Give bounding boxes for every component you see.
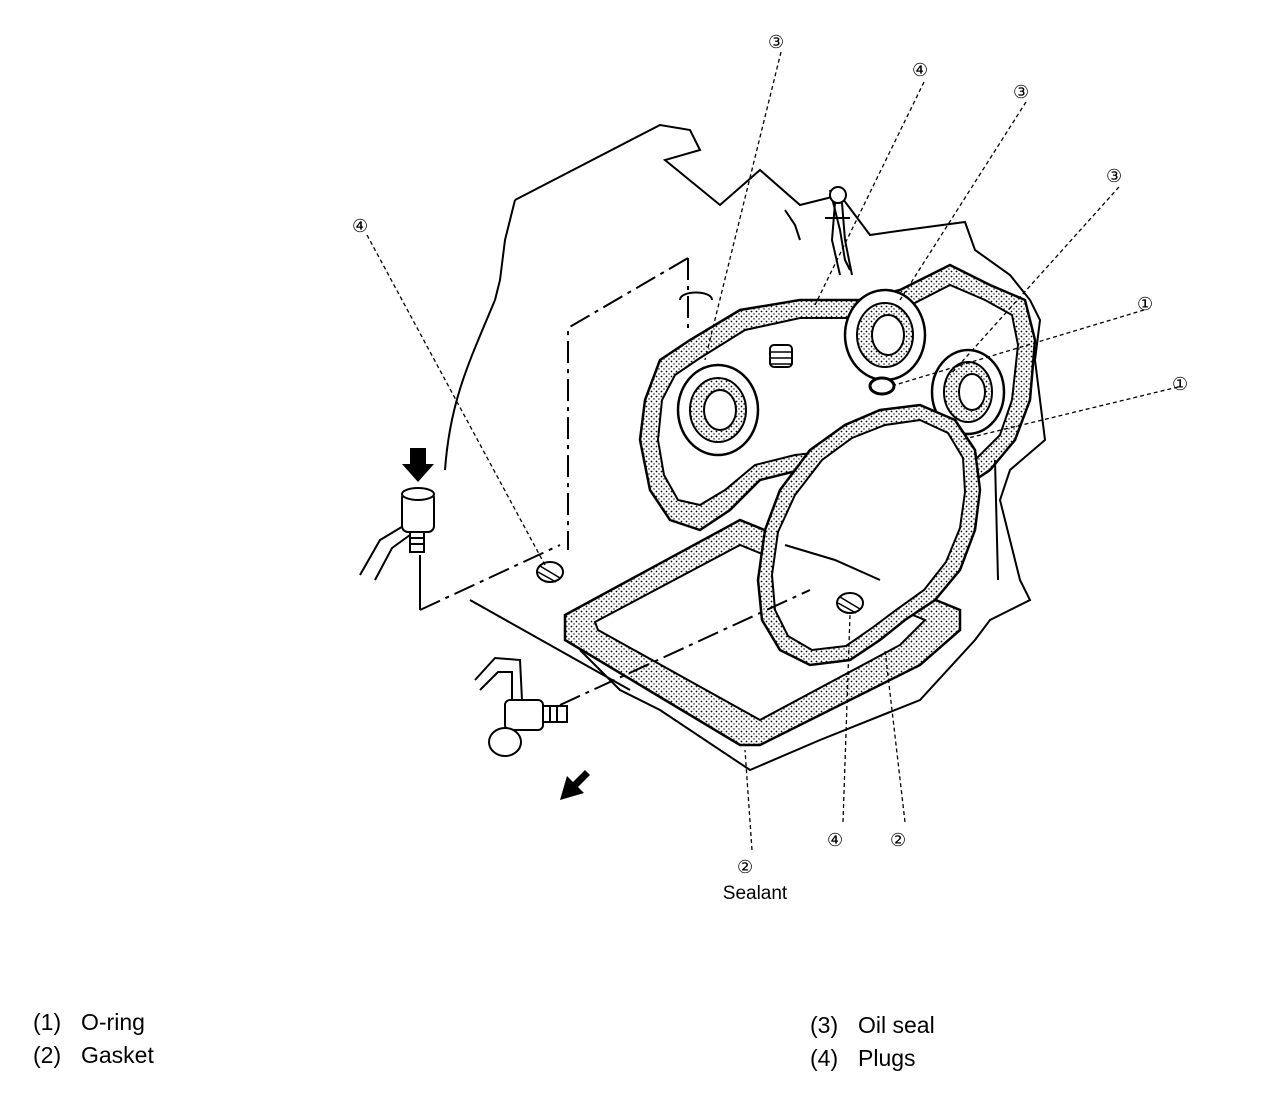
legend-right: (3) Oil seal (4) Plugs <box>810 1009 935 1075</box>
top-tube <box>825 186 853 276</box>
callout-3-top: ③ <box>768 32 784 52</box>
legend-item-gasket: (2) Gasket <box>33 1039 154 1072</box>
callout-2-sealant: ② <box>737 857 753 877</box>
o-ring-upper <box>868 376 896 396</box>
plug-left <box>536 561 564 583</box>
pressure-switch-lower <box>474 656 568 757</box>
legend-code: (1) <box>33 1009 62 1035</box>
leader-lines <box>366 51 1179 851</box>
callout-4-top: ④ <box>912 60 928 80</box>
arrow-down-left <box>402 448 434 482</box>
oil-seal-center <box>843 288 927 382</box>
callout-3-right: ③ <box>1106 166 1122 186</box>
callout-3-mid: ③ <box>1013 82 1029 102</box>
callout-4-bottom: ④ <box>827 830 843 850</box>
legend-text: Gasket <box>81 1042 154 1068</box>
callouts: ③ ④ ③ ③ ④ ① ① ④ ② ② <box>352 32 1188 877</box>
callout-4-left: ④ <box>352 216 368 236</box>
arrow-up-left <box>560 770 590 800</box>
legend-code: (2) <box>33 1042 62 1068</box>
legend-text: O-ring <box>81 1009 145 1035</box>
legend-code: (4) <box>810 1045 839 1071</box>
legend-text: Oil seal <box>858 1012 935 1038</box>
callout-2-bottom-right: ② <box>890 830 906 850</box>
pressure-switch-left <box>359 487 435 581</box>
legend-text: Plugs <box>858 1045 916 1071</box>
alignment-lines <box>419 257 811 706</box>
plug-upper <box>769 344 793 368</box>
plug-lower <box>836 592 864 614</box>
callout-1-lower: ① <box>1172 374 1188 394</box>
callout-1-upper: ① <box>1137 294 1153 314</box>
legend-left: (1) O-ring (2) Gasket <box>33 1006 154 1072</box>
legend-item-oil-seal: (3) Oil seal <box>810 1009 935 1042</box>
oil-seal-right <box>930 348 1006 436</box>
sealant-label: Sealant <box>722 883 788 904</box>
legend-item-plugs: (4) Plugs <box>810 1042 935 1075</box>
legend-item-o-ring: (1) O-ring <box>33 1006 154 1039</box>
legend-code: (3) <box>810 1012 839 1038</box>
oil-seal-left <box>676 363 760 457</box>
